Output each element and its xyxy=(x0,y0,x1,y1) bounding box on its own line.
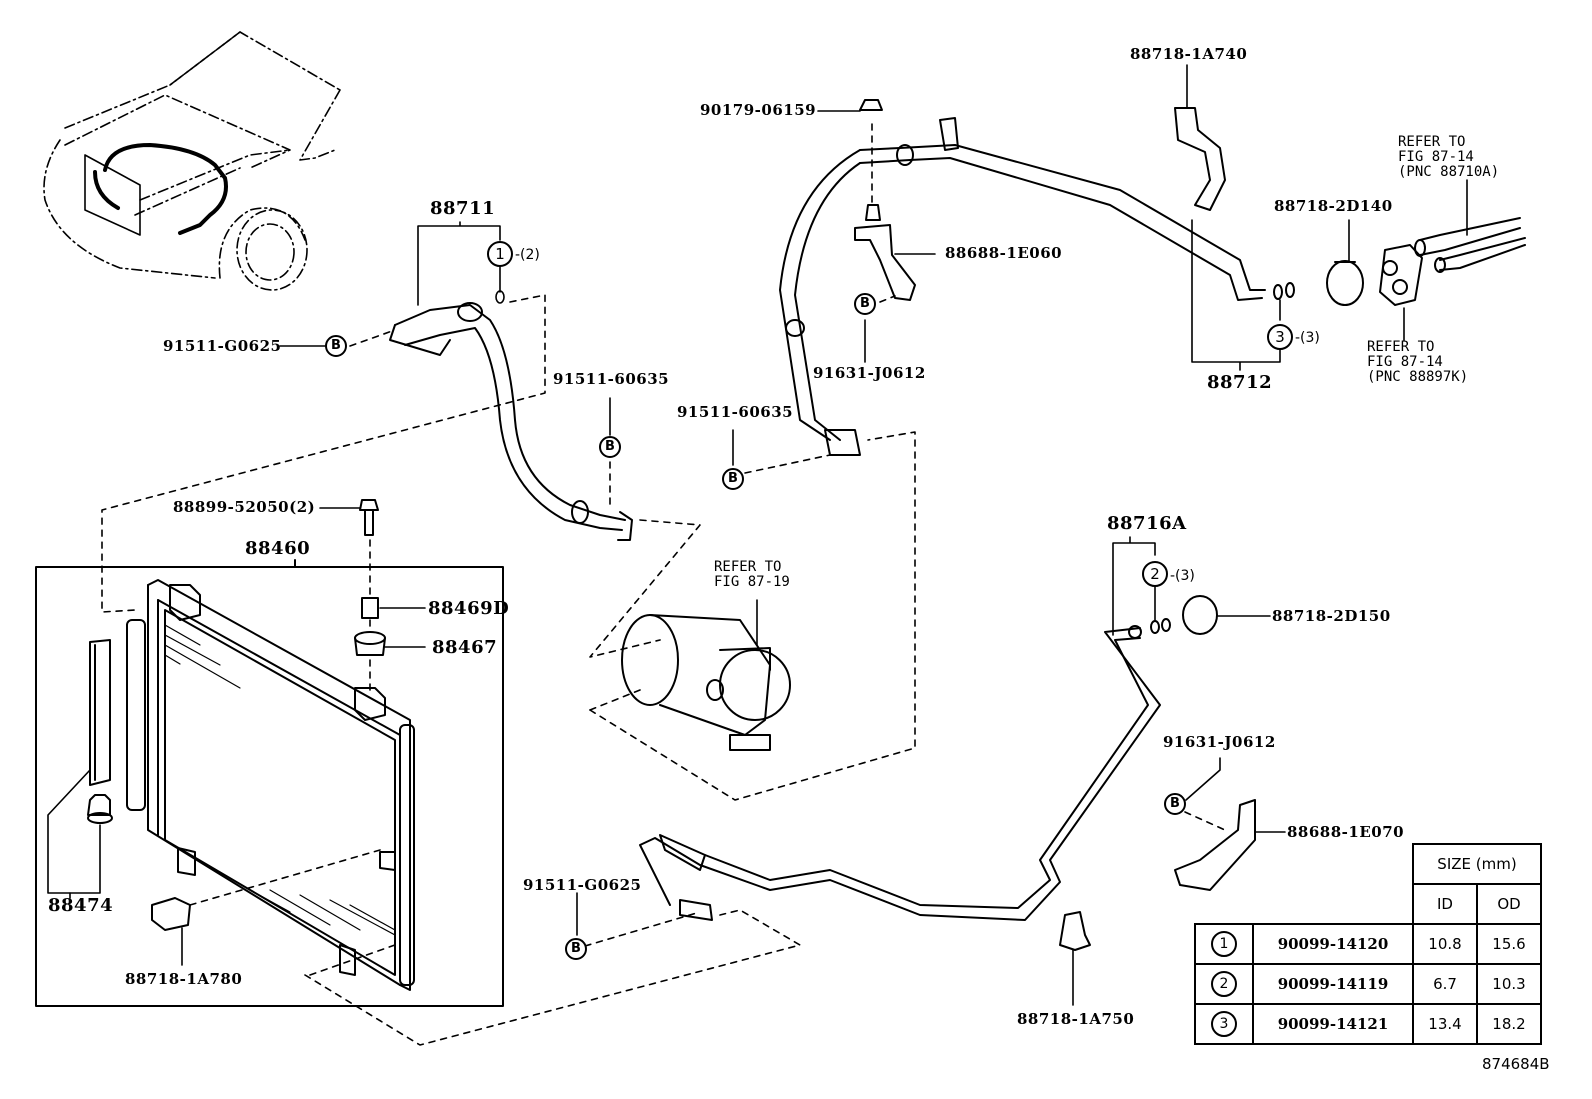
part-label-88688-1E070[interactable]: 88688-1E070 xyxy=(1287,823,1405,841)
cap-88718-2D150 xyxy=(1182,595,1218,635)
oring-callout-1: 1 xyxy=(487,241,513,267)
leader-88711 xyxy=(417,221,501,306)
part-label-88716A[interactable]: 88716A xyxy=(1107,513,1187,534)
oring-callout-2: 2 xyxy=(1142,561,1168,587)
oring-quantity: -(3) xyxy=(1295,330,1320,346)
leader-88712 xyxy=(1191,219,1281,371)
oring-size-table: SIZE (mm) ID OD 1 90099-14120 10.8 15.6 … xyxy=(1194,843,1542,1045)
hose-88711 xyxy=(389,302,633,541)
bolt-88899-52050 xyxy=(319,499,379,536)
clamp-88718-1A750 xyxy=(1059,911,1091,951)
part-label-88469D[interactable]: 88469D xyxy=(428,598,510,619)
part-label-91511-60635[interactable]: 91511-60635 xyxy=(677,403,794,421)
bolt-callout-b: B xyxy=(599,436,621,458)
size-header: SIZE (mm) xyxy=(1412,843,1542,885)
part-label-88899-52050[interactable]: 88899-52050(2) xyxy=(173,498,316,516)
row-index: 3 xyxy=(1211,1011,1237,1037)
pipes-88710A xyxy=(1414,179,1526,273)
row-part-number[interactable]: 90099-14119 xyxy=(1252,963,1414,1005)
condenser-88460 xyxy=(126,579,415,991)
vehicle-outline-illustration xyxy=(43,31,341,291)
clamp-88718-1A740 xyxy=(1174,107,1226,211)
part-label-88460[interactable]: 88460 xyxy=(245,538,311,559)
part-label-90179-06159[interactable]: 90179-06159 xyxy=(700,101,817,119)
nut-90179-06159 xyxy=(859,99,883,111)
receiver-88474 xyxy=(47,639,113,899)
part-label-88718-1A750[interactable]: 88718-1A750 xyxy=(1017,1010,1135,1028)
part-label-91631-J0612[interactable]: 91631-J0612 xyxy=(1163,733,1276,751)
id-column-header: ID xyxy=(1412,883,1478,925)
part-label-88711[interactable]: 88711 xyxy=(430,198,496,219)
compressor-illustration xyxy=(621,599,791,751)
row-od: 15.6 xyxy=(1476,923,1542,965)
row-part-number[interactable]: 90099-14121 xyxy=(1252,1003,1414,1045)
figure-id: 874684B xyxy=(1482,1055,1550,1073)
bracket-88718-1A780 xyxy=(151,897,191,931)
bolt-callout-b: B xyxy=(565,938,587,960)
part-label-88688-1E060[interactable]: 88688-1E060 xyxy=(945,244,1063,262)
bolt-callout-b: B xyxy=(722,468,744,490)
table-row: 3 90099-14121 13.4 18.2 xyxy=(1194,1003,1542,1045)
oring-callout-3: 3 xyxy=(1267,324,1293,350)
part-label-88718-1A740[interactable]: 88718-1A740 xyxy=(1130,45,1248,63)
part-label-88718-1A780[interactable]: 88718-1A780 xyxy=(125,970,243,988)
cap-88718-2D140 xyxy=(1326,260,1364,306)
bolt-callout-b: B xyxy=(1164,793,1186,815)
oring-quantity: -(3) xyxy=(1170,568,1195,584)
cushion-88467 xyxy=(354,631,386,656)
row-od: 18.2 xyxy=(1476,1003,1542,1045)
part-label-91511-G0625[interactable]: 91511-G0625 xyxy=(523,876,642,894)
collar-88469D xyxy=(361,597,379,619)
leader-88716A xyxy=(1112,536,1156,636)
reference-note-pnc-88897K[interactable]: REFER TO FIG 87-14 (PNC 88897K) xyxy=(1367,339,1469,385)
vehicle-ac-lines-highlight xyxy=(84,143,228,236)
oring-quantity: -(2) xyxy=(515,247,540,263)
hose-88712 xyxy=(779,117,1295,456)
bracket-88688-1E070 xyxy=(1174,799,1256,891)
condenser-assembly-box xyxy=(35,566,504,1007)
row-id: 13.4 xyxy=(1412,1003,1478,1045)
part-label-88474[interactable]: 88474 xyxy=(48,895,114,916)
part-label-88467[interactable]: 88467 xyxy=(432,637,498,658)
row-od: 10.3 xyxy=(1476,963,1542,1005)
row-id: 10.8 xyxy=(1412,923,1478,965)
bolt-callout-b: B xyxy=(325,335,347,357)
part-label-88712[interactable]: 88712 xyxy=(1207,372,1273,393)
part-label-88718-2D140[interactable]: 88718-2D140 xyxy=(1274,197,1393,215)
reference-note-pnc-88710A[interactable]: REFER TO FIG 87-14 (PNC 88710A) xyxy=(1398,134,1500,180)
bolt-callout-b: B xyxy=(854,293,876,315)
row-id: 6.7 xyxy=(1412,963,1478,1005)
part-label-91631-J0612[interactable]: 91631-J0612 xyxy=(813,364,926,382)
row-part-number[interactable]: 90099-14120 xyxy=(1252,923,1414,965)
table-row: 2 90099-14119 6.7 10.3 xyxy=(1194,963,1542,1005)
part-label-91511-G0625[interactable]: 91511-G0625 xyxy=(163,337,282,355)
bracket-88688-1E060 xyxy=(854,224,916,301)
part-label-91511-60635[interactable]: 91511-60635 xyxy=(553,370,670,388)
row-index: 1 xyxy=(1211,931,1237,957)
dashed-connection-lines xyxy=(101,123,1226,1046)
table-row: 1 90099-14120 10.8 15.6 xyxy=(1194,923,1542,965)
row-index: 2 xyxy=(1211,971,1237,997)
od-column-header: OD xyxy=(1476,883,1542,925)
reference-note-compressor[interactable]: REFER TO FIG 87-19 xyxy=(714,559,790,590)
part-label-88718-2D150[interactable]: 88718-2D150 xyxy=(1272,607,1391,625)
block-joint-88897K xyxy=(1379,244,1423,306)
pipe-88716A xyxy=(639,618,1171,921)
